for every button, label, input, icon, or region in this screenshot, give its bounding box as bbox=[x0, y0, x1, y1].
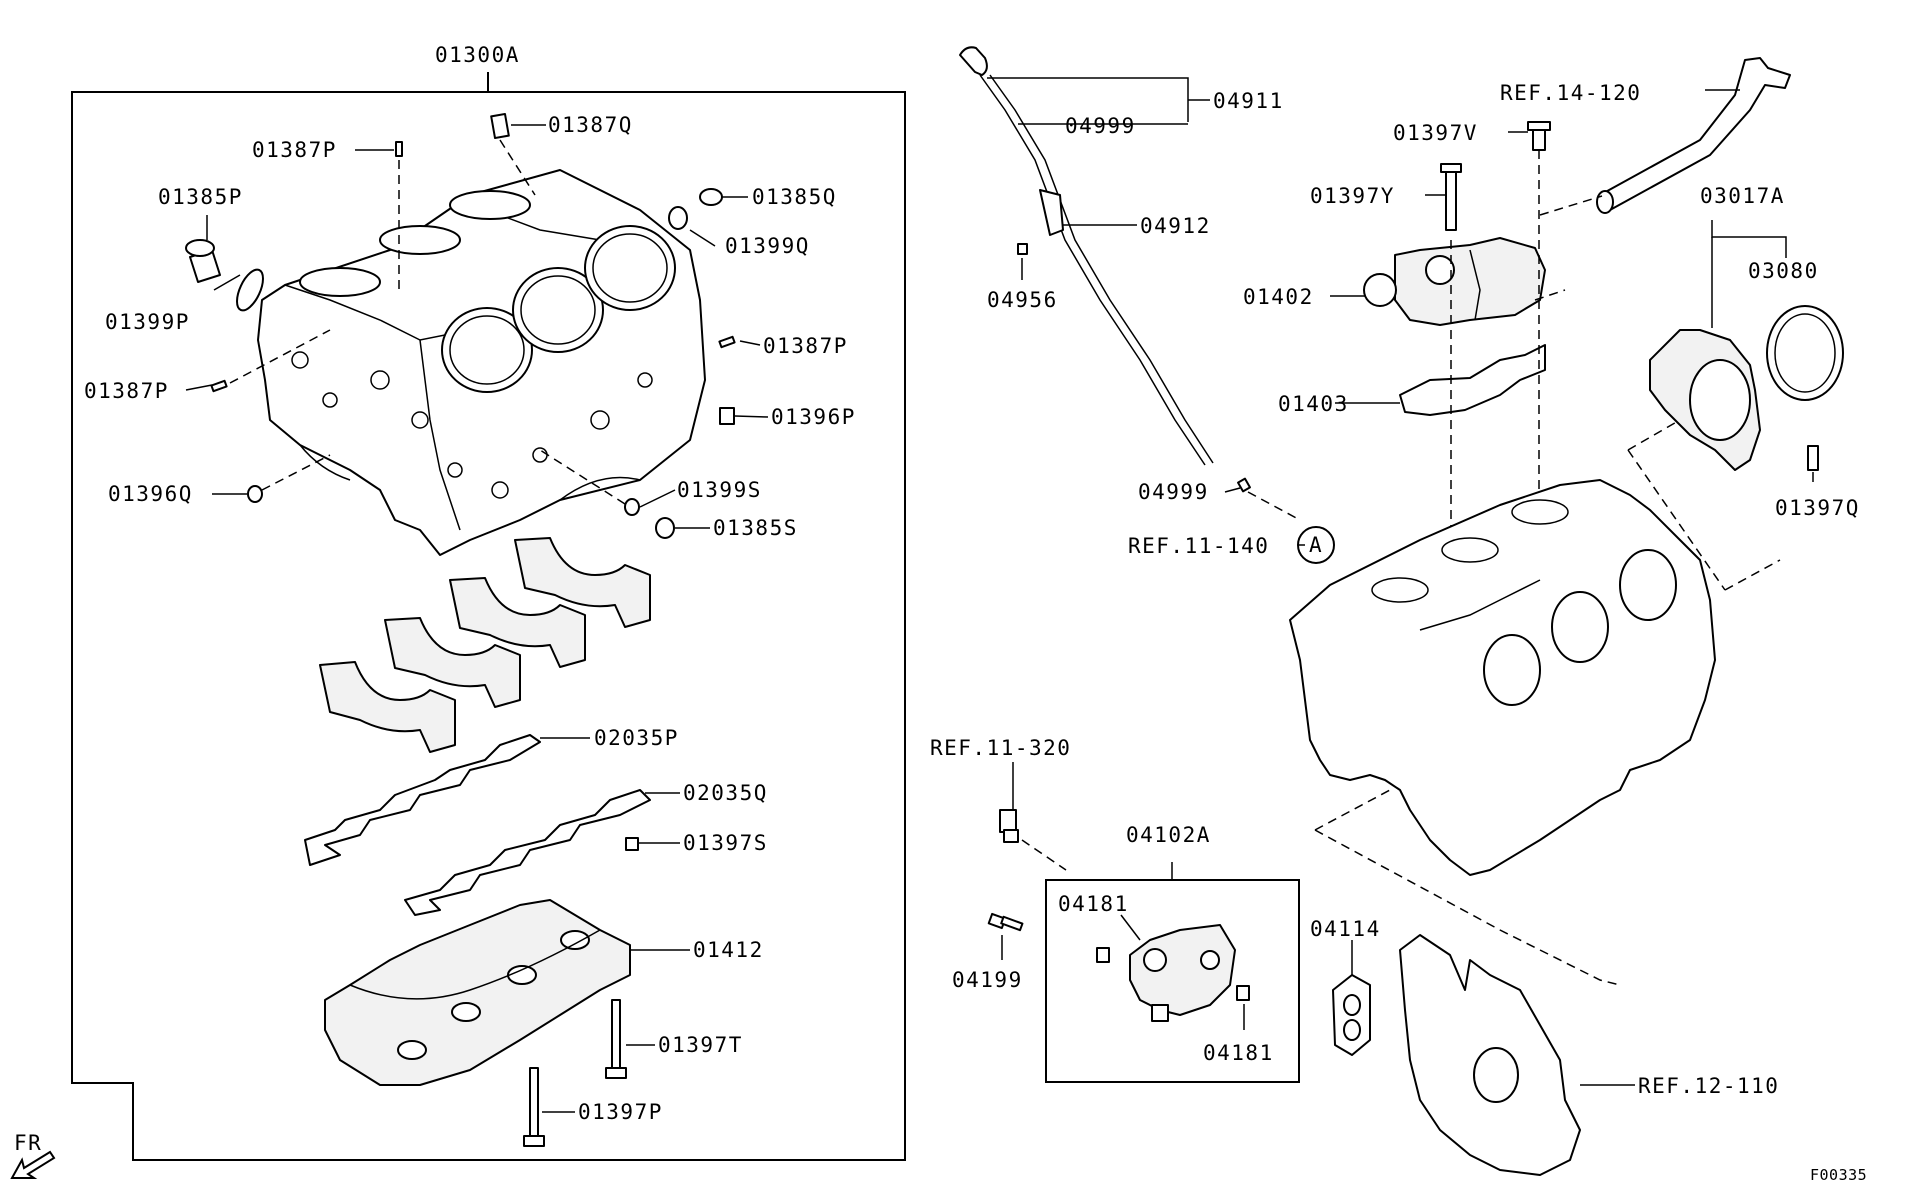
figure-code: F00335 bbox=[1810, 1166, 1867, 1184]
leaders-dipstick bbox=[987, 77, 1305, 546]
label-01399S: 01399S bbox=[677, 478, 762, 502]
label-ref-14-120: REF.14-120 bbox=[1500, 81, 1641, 105]
label-01387P-top: 01387P bbox=[252, 138, 337, 162]
label-01397P: 01397P bbox=[578, 1100, 663, 1124]
dashed-guides-left bbox=[229, 139, 626, 505]
label-01385Q: 01385Q bbox=[752, 185, 837, 209]
label-01385S: 01385S bbox=[713, 516, 798, 540]
labels-dipstick: 04911 04999 04912 04956 04999 REF.11-140… bbox=[987, 89, 1335, 564]
label-01397Y: 01397Y bbox=[1310, 184, 1395, 208]
label-01399P: 01399P bbox=[105, 310, 190, 334]
label-01402: 01402 bbox=[1243, 285, 1314, 309]
label-01385P: 01385P bbox=[158, 185, 243, 209]
labels-upper-right: REF.14-120 01397V 01397Y 03017A 03080 01… bbox=[1243, 81, 1860, 520]
label-01300A: 01300A bbox=[435, 43, 520, 67]
label-01387P-left: 01387P bbox=[84, 379, 169, 403]
bolts-01397T-01397P bbox=[523, 837, 639, 1147]
upper-right-parts bbox=[1363, 57, 1844, 620]
fr-arrow-icon bbox=[10, 1150, 56, 1179]
label-04181-top: 04181 bbox=[1058, 892, 1129, 916]
label-03017A: 03017A bbox=[1700, 184, 1785, 208]
leaders-upper-right bbox=[1330, 89, 1814, 482]
label-01397S: 01397S bbox=[683, 831, 768, 855]
label-01397Q: 01397Q bbox=[1775, 496, 1860, 520]
label-04912: 04912 bbox=[1140, 214, 1211, 238]
label-01397T: 01397T bbox=[658, 1033, 743, 1057]
label-01412: 01412 bbox=[693, 938, 764, 962]
label-01396P: 01396P bbox=[771, 405, 856, 429]
label-01387Q: 01387Q bbox=[548, 113, 633, 137]
oil-filter-bracket-group bbox=[987, 762, 1635, 1176]
label-04102A: 04102A bbox=[1126, 823, 1211, 847]
label-03080: 03080 bbox=[1748, 259, 1819, 283]
label-ref-11-140: REF.11-140 bbox=[1128, 534, 1269, 558]
oil-level-gauge bbox=[959, 46, 1251, 493]
label-ref-12-110: REF.12-110 bbox=[1638, 1074, 1779, 1098]
label-01403: 01403 bbox=[1278, 392, 1349, 416]
label-04114: 04114 bbox=[1310, 917, 1381, 941]
label-04956: 04956 bbox=[987, 288, 1058, 312]
label-02035P: 02035P bbox=[594, 726, 679, 750]
label-02035Q: 02035Q bbox=[683, 781, 768, 805]
engine-block-outline-right bbox=[1289, 479, 1716, 986]
label-04999-bottom: 04999 bbox=[1138, 480, 1209, 504]
labels-left: 01387Q 01387P 01385P 01385Q 01399Q 01399… bbox=[84, 113, 856, 1124]
label-circle-a: A bbox=[1309, 533, 1323, 557]
cylinder-block-drawing bbox=[257, 169, 706, 556]
label-ref-11-320: REF.11-320 bbox=[930, 736, 1071, 760]
leaders-left bbox=[185, 124, 769, 1113]
label-01399Q: 01399Q bbox=[725, 234, 810, 258]
label-01387P-right: 01387P bbox=[763, 334, 848, 358]
label-01396Q: 01396Q bbox=[108, 482, 193, 506]
label-04999-top: 04999 bbox=[1065, 114, 1136, 138]
front-direction-indicator: FR bbox=[10, 1131, 56, 1179]
assembly-frame-01300A: 01300A bbox=[71, 43, 906, 1161]
label-fr: FR bbox=[14, 1131, 42, 1155]
label-04181-bottom: 04181 bbox=[1203, 1041, 1274, 1065]
reference-circle-a bbox=[1297, 526, 1335, 564]
main-bearing-caps bbox=[319, 537, 651, 753]
labels-lower-center: REF.11-320 04102A 04181 04199 04181 0411… bbox=[930, 736, 1779, 1098]
label-01397V: 01397V bbox=[1393, 121, 1478, 145]
label-04199: 04199 bbox=[952, 968, 1023, 992]
bedplate-01412 bbox=[324, 899, 631, 1086]
gaskets-02035 bbox=[304, 734, 651, 916]
label-04911: 04911 bbox=[1213, 89, 1284, 113]
